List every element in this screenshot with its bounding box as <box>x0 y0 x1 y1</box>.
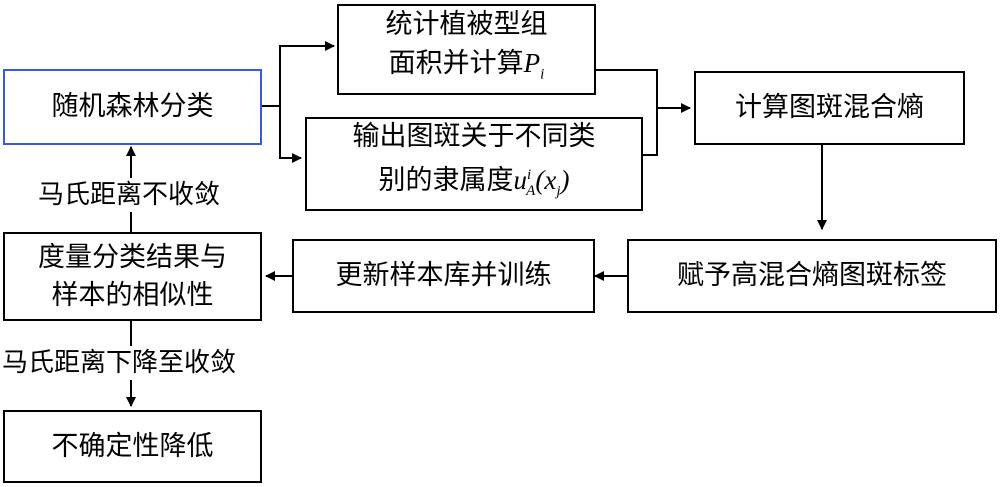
update-sample-box: 更新样本库并训练 <box>292 239 595 313</box>
statistics-line2: 面积并计算Pi <box>388 47 545 83</box>
random-forest-label: 随机森林分类 <box>51 91 214 122</box>
output-line2: 别的隶属度uiA(xj) <box>378 164 570 200</box>
statistics-line1: 统计植被型组 <box>385 8 548 40</box>
uncertainty-reduced-label: 不确定性降低 <box>51 430 214 462</box>
arrow-rf-to-output <box>279 106 302 163</box>
uncertainty-reduced-box: 不确定性降低 <box>3 410 262 483</box>
edge-label-converge: 马氏距离下降至收敛 <box>2 346 237 380</box>
output-membership-box: 输出图斑关于不同类 别的隶属度uiA(xj) <box>305 117 643 211</box>
measure-line2: 样本的相似性 <box>51 279 214 311</box>
random-forest-box: 随机森林分类 <box>3 69 262 145</box>
arrow-rf-to-stat <box>262 41 335 107</box>
statistics-box: 统计植被型组 面积并计算Pi <box>337 4 596 95</box>
measure-line1: 度量分类结果与 <box>38 241 227 273</box>
assign-label-text: 赋予高混合熵图斑标签 <box>677 260 947 291</box>
mixed-entropy-box: 计算图斑混合熵 <box>694 71 965 145</box>
assign-label-box: 赋予高混合熵图斑标签 <box>627 239 997 313</box>
output-line1: 输出图斑关于不同类 <box>352 120 596 152</box>
edge-label-not-converge: 马氏距离不收敛 <box>38 178 221 212</box>
arrow-stat-to-entropy <box>595 69 691 113</box>
mixed-entropy-label: 计算图斑混合熵 <box>735 92 924 123</box>
measure-similarity-box: 度量分类结果与 样本的相似性 <box>3 232 262 321</box>
line-output-to-entropy <box>643 108 658 156</box>
update-sample-label: 更新样本库并训练 <box>335 260 552 291</box>
